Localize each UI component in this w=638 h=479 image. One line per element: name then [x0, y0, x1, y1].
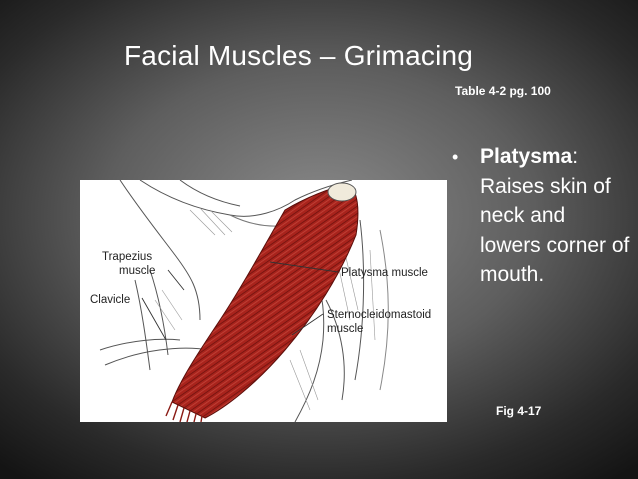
neck-sketch: [99, 180, 389, 422]
bullet-dot-icon: •: [452, 147, 459, 167]
platysma-muscle-shape: [171, 183, 359, 419]
label-sternocleidomastoid-line1: Sternocleidomastoid: [327, 309, 431, 321]
label-trapezius-line1: Trapezius: [102, 251, 152, 263]
label-clavicle: Clavicle: [90, 294, 130, 306]
label-trapezius-line2: muscle: [119, 265, 155, 277]
muscle-term: Platysma: [480, 145, 573, 168]
slide-title: Facial Muscles – Grimacing: [124, 40, 474, 71]
figure-caption: Fig 4-17: [496, 404, 542, 418]
table-reference: Table 4-2 pg. 100: [455, 84, 551, 98]
muscle-description: Raises skin of neck and lowers corner of…: [480, 174, 630, 287]
anatomy-illustration: Trapezius muscle Clavicle Platysma muscl…: [80, 180, 447, 422]
label-platysma: Platysma muscle: [341, 267, 428, 279]
bullet-text: Platysma: Raises skin of neck and lowers…: [480, 142, 630, 290]
label-sternocleidomastoid-line2: muscle: [327, 323, 363, 335]
term-separator: :: [572, 145, 579, 168]
